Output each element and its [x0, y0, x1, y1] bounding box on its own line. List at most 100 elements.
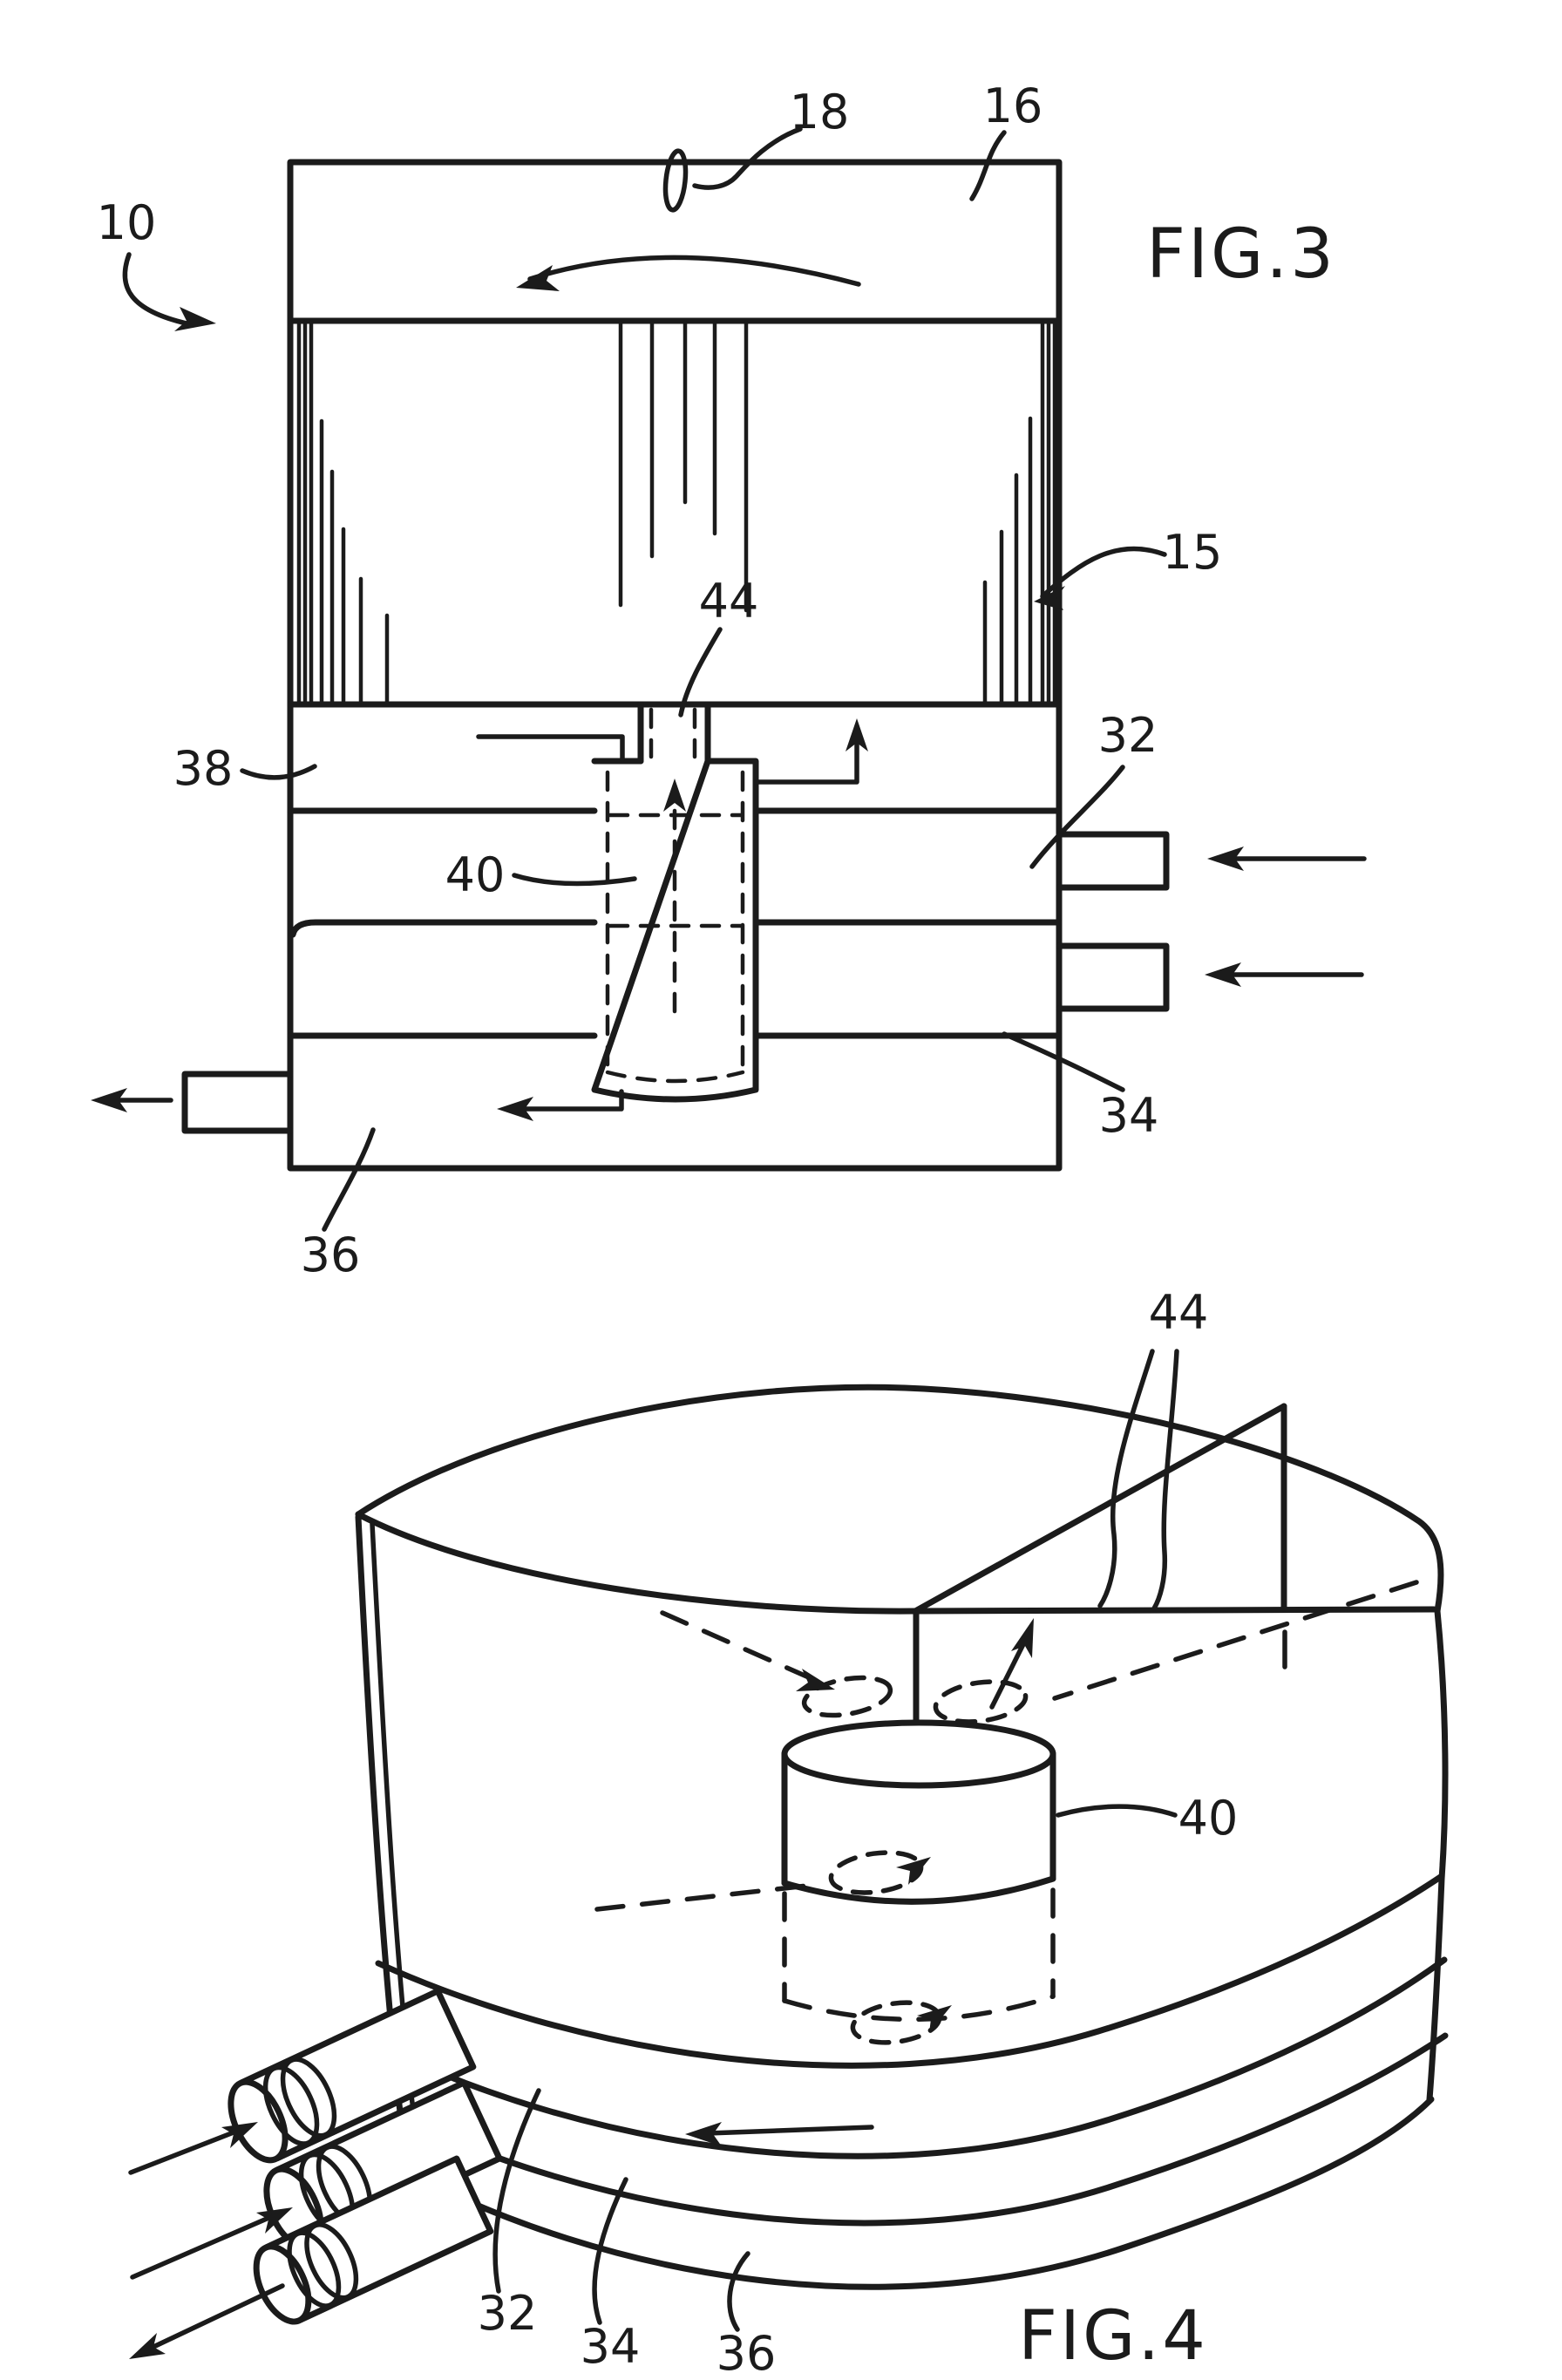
hatch-left-full-lines — [296, 320, 314, 705]
seam-line-2 — [386, 1956, 1448, 2159]
fig3-inlet-pipe-34 — [1056, 942, 1364, 1012]
ref-label-44-fig4: 44 — [1149, 1285, 1209, 1340]
leader-40-fig3 — [512, 873, 637, 887]
pipe-36-outflow-shaft — [151, 2283, 285, 2349]
fig3-labels: 10 18 16 15 44 38 40 32 34 36 FIG.3 — [97, 78, 1336, 1282]
band-line-32-34 — [289, 919, 1063, 938]
cylinder-inner-dashed-walls — [605, 770, 745, 1077]
hatch-center-lines — [618, 320, 749, 613]
tank-right-wall — [1426, 1608, 1449, 2103]
pipe-32-body — [239, 1988, 477, 2162]
inlet-arrow-34-head — [1205, 962, 1241, 987]
leader-44-fig3 — [678, 627, 723, 717]
fig3-outlet-pipe-36 — [91, 1071, 294, 1134]
ref-label-44-fig3: 44 — [699, 574, 759, 629]
interior-swirl-lower-head — [917, 2005, 952, 2033]
leader-44b-fig4 — [1151, 1349, 1179, 1611]
fig4-pipe-32 — [228, 1988, 477, 2164]
cylinder-bottom-front-arc — [781, 1875, 1056, 1905]
fig4-title: FIG.4 — [1018, 2297, 1208, 2376]
cylinder-top-ellipse — [781, 1719, 1056, 1789]
ref-label-36-fig3: 36 — [301, 1227, 361, 1282]
ref-label-32-fig4: 32 — [478, 2286, 538, 2341]
leader-34-fig3 — [1002, 1031, 1125, 1092]
fig4-tank-shell — [355, 1384, 1449, 2290]
hatch-left-fan-lines — [319, 418, 390, 705]
leader-38 — [240, 764, 317, 780]
fig3-title: FIG.3 — [1146, 215, 1336, 294]
shaft-ellipse-18 — [662, 148, 689, 213]
ref-label-36-fig4: 36 — [716, 2326, 777, 2380]
ref-label-40-fig4: 40 — [1178, 1791, 1239, 1846]
hatch-right-full-lines — [1040, 320, 1057, 705]
flow-line-right-of-cylinder — [753, 730, 859, 785]
flow-line-left-of-tube — [476, 734, 625, 762]
fig3-rotation-indicator — [516, 148, 861, 291]
deck-up-arrowhead — [1011, 1618, 1034, 1658]
rotation-arrowhead — [516, 265, 560, 291]
fig3-band-lines — [287, 701, 1063, 1039]
cylinder-inner-dashed-bottom — [605, 1070, 745, 1084]
ref-label-40-fig3: 40 — [445, 847, 506, 902]
cylinder-side-walls — [781, 1751, 1056, 1887]
pipe-32-collar-2 — [280, 2057, 337, 2139]
bottom-flow-line — [510, 1089, 624, 1112]
leader-44a-fig4 — [1097, 1349, 1155, 1608]
leader-32-fig4 — [492, 2088, 541, 2294]
deck-swirl-left — [801, 1675, 893, 1718]
deck-swirl-right — [933, 1679, 1029, 1724]
leader-10-arrowhead — [174, 307, 216, 331]
flow-up-arrowhead — [846, 718, 868, 751]
ref-label-34-fig4: 34 — [581, 2319, 641, 2374]
fig3-hatch-band — [296, 320, 1057, 705]
leader-15 — [1040, 546, 1167, 599]
fig4-interior-flow — [594, 1850, 952, 2146]
pipe-34-outline — [1056, 942, 1170, 1012]
tank-top-back-rim — [355, 1384, 1444, 1615]
inlet-arrow-32-head — [1207, 847, 1244, 871]
deck-front-edge — [912, 1606, 1437, 1615]
vessel-box — [287, 159, 1063, 1172]
fig4-drawing: 44 40 32 34 36 FIG.4 — [128, 1285, 1449, 2380]
tank-top-front-rim — [355, 1511, 919, 1615]
fig3-feed-tube-44 — [637, 701, 711, 765]
leader-18 — [692, 126, 803, 190]
fig3-flow-paths — [476, 718, 868, 1121]
leader-36-fig4 — [727, 2251, 750, 2332]
bottom-flow-arrowhead — [497, 1097, 533, 1121]
hatch-right-fan-lines — [982, 416, 1033, 705]
leader-10 — [122, 252, 189, 326]
ref-label-16: 16 — [983, 78, 1043, 133]
ref-label-38: 38 — [173, 741, 234, 796]
pipe-36-outline — [181, 1071, 294, 1134]
leader-34-fig4 — [592, 2177, 628, 2325]
ref-label-32-fig3: 32 — [1098, 708, 1158, 763]
partition-diagonal-edge — [912, 1403, 1287, 1615]
deck-inflow-left-head — [796, 1669, 835, 1691]
cylinder-dashed-bottom-arc — [782, 1994, 1056, 2022]
deck-inflow-left-dashes — [660, 1610, 813, 1681]
fig3-drawing: 10 18 16 15 44 38 40 32 34 36 FIG.3 — [91, 78, 1367, 1282]
cylinder-dashed-walls — [782, 1887, 1056, 2003]
pipe-36-body — [263, 2155, 494, 2323]
outlet-arrow-36-head — [91, 1088, 127, 1112]
ref-label-10: 10 — [97, 195, 157, 250]
fig3-cylinder-40 — [591, 758, 759, 1103]
deck-inflow-right-dashes — [1052, 1580, 1419, 1701]
pipe-32-collar-1 — [262, 2064, 320, 2146]
deck-up-arrow-shaft — [989, 1642, 1026, 1710]
seam-line-1 — [375, 1873, 1445, 2069]
fig3-vessel-outline — [287, 159, 1063, 1172]
fig4-labels: 44 40 32 34 36 FIG.4 — [478, 1285, 1239, 2380]
interior-swirl-upper-head — [896, 1857, 931, 1885]
under-cylinder-arrowhead — [685, 2122, 722, 2146]
under-cylinder-arrow-shaft — [705, 2125, 874, 2136]
interior-inflow-dashes — [594, 1882, 818, 1912]
leader-40-fig4 — [1056, 1804, 1178, 1818]
interior-swirl-upper — [828, 1850, 924, 1895]
ref-label-15: 15 — [1163, 525, 1223, 580]
seam-line-3 — [396, 2032, 1449, 2227]
pipe-36-outflow-head — [129, 2333, 166, 2359]
ref-label-34-fig3: 34 — [1099, 1088, 1159, 1143]
